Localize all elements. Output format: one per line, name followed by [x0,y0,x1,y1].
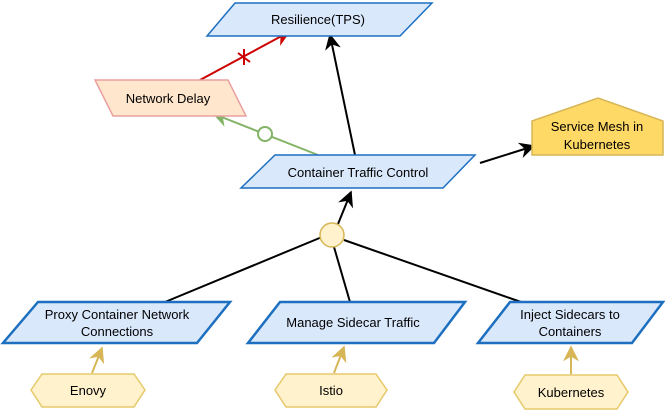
link-ctc-resilience [325,33,356,156]
softgoal-network-delay[interactable]: Network Delay [93,79,248,117]
link-istio-manage [331,345,347,374]
link-proxy-and [164,236,323,303]
task-manage-sidecar-traffic-label: Manage Sidecar Traffic [286,315,420,330]
task-inject-sidecars-line1: Inject Sidecars to [520,307,620,322]
task-proxy-connections-line2: Connections [81,324,154,339]
resource-kubernetes[interactable]: Kubernetes [513,374,629,410]
goal-resilience-label: Resilience(TPS) [271,12,365,27]
resource-istio[interactable]: Istio [274,373,388,408]
domain-service-mesh-line1: Service Mesh in [551,119,643,134]
goal-resilience[interactable]: Resilience(TPS) [205,2,434,37]
resource-envoy[interactable]: Enovy [30,373,146,408]
resource-kubernetes-label: Kubernetes [538,385,605,400]
goal-container-traffic-control[interactable]: Container Traffic Control [239,154,477,189]
link-inject-and [343,239,522,303]
task-inject-sidecars-line2: Containers [539,324,602,339]
resource-istio-label: Istio [319,383,343,398]
and-decomposition-node [319,222,345,248]
goal-container-traffic-control-label: Container Traffic Control [288,165,429,180]
task-manage-sidecar-traffic[interactable]: Manage Sidecar Traffic [245,300,468,345]
domain-service-mesh[interactable]: Service Mesh in Kubernetes [531,97,664,156]
link-ctc-servicemesh [479,142,536,164]
softgoal-network-delay-label: Network Delay [126,91,211,106]
resource-envoy-label: Enovy [70,383,107,398]
task-inject-sidecars[interactable]: Inject Sidecars to Containers [475,300,665,345]
link-manage-and [333,246,351,303]
link-and-ctc [337,190,353,225]
task-proxy-connections[interactable]: Proxy Container Network Connections [0,300,233,345]
help-link-marker [257,126,273,142]
domain-service-mesh-line2: Kubernetes [564,137,631,152]
task-proxy-connections-line1: Proxy Container Network [45,307,190,322]
link-envoy-proxy [89,346,105,374]
